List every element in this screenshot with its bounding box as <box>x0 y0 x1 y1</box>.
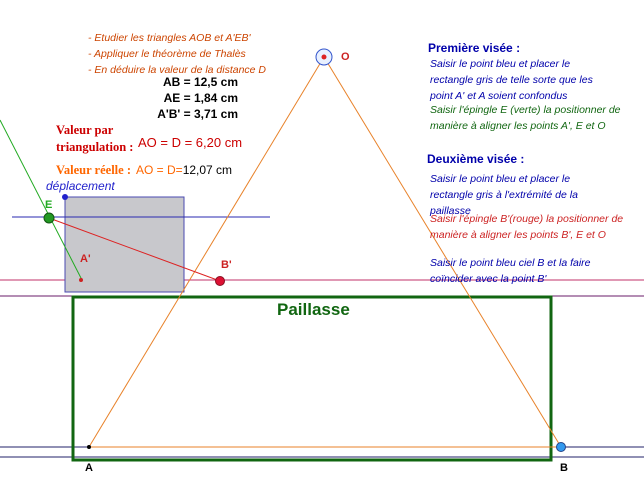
paillasse-rectangle <box>71 295 553 462</box>
first-sight-title: Première visée : <box>428 41 521 55</box>
task-item: - En déduire la valeur de la distance D <box>88 64 267 76</box>
measurement-ae: AE = 1,84 cm <box>163 91 238 105</box>
pin-e[interactable] <box>43 212 55 224</box>
point-a <box>87 445 91 449</box>
label-e: E <box>45 199 53 211</box>
first-sight-instruction-2: Saisir l'épingle E (verte) la positionne… <box>430 102 642 134</box>
sky-blue-point-b[interactable] <box>556 442 566 452</box>
second-sight-title: Deuxième visée : <box>427 152 525 166</box>
red-sight-line <box>48 217 221 282</box>
label-b-prime: B' <box>221 259 232 271</box>
second-sight-instruction-2-line: manière à aligner les points B', E et O <box>430 229 606 241</box>
second-sight-instruction-1: Saisir le point bleu et placer le rectan… <box>430 171 640 219</box>
second-sight-instruction-2-line: Saisir l'épingle B'(rouge) la positionne… <box>430 213 624 225</box>
deplacement-label: déplacement <box>46 179 115 193</box>
first-sight-instruction-1-line: Saisir le point bleu et placer le <box>430 58 571 70</box>
first-sight-instruction-2-line: manière à aligner les points A', E et O <box>430 120 606 132</box>
paillasse-title: Paillasse <box>277 300 350 319</box>
measurement-ab: AB = 12,5 cm <box>162 75 238 89</box>
triangulation-label: Valeur par triangulation : <box>56 122 133 156</box>
blue-handle-point[interactable] <box>62 194 68 200</box>
real-value-label: Valeur réelle : <box>56 163 131 177</box>
second-sight-instruction-1-line: Saisir le point bleu et placer le <box>430 173 571 185</box>
first-sight-instruction-1-line: rectangle gris de telle sorte que les <box>430 74 593 86</box>
segment-ob <box>323 56 562 448</box>
point-o <box>321 54 327 60</box>
task-item: - Etudier les triangles AOB et A'EB' <box>88 32 251 44</box>
second-sight-instruction-2: Saisir l'épingle B'(rouge) la positionne… <box>430 211 642 243</box>
measurement-a-prime-b-prime: A'B' = 3,71 cm <box>157 107 238 121</box>
second-sight-instruction-1-line: paillasse <box>430 205 471 217</box>
triangulation-value: AO = D = 6,20 cm <box>138 135 243 150</box>
green-sight-line <box>0 119 83 281</box>
measurements: AB = 12,5 cm AE = 1,84 cm A'B' = 3,71 cm <box>118 74 238 122</box>
triangulation-label-line2: triangulation : <box>56 140 134 154</box>
real-value-number: 12,07 cm <box>182 163 233 177</box>
grey-sighting-rectangle[interactable] <box>64 196 185 293</box>
second-sight-instruction-1-line: rectangle gris à l'extrémité de la <box>430 189 578 201</box>
second-sight-instruction-3-line: Saisir le point bleu ciel B et la faire <box>430 257 591 269</box>
task-list: - Etudier les triangles AOB et A'EB' - A… <box>88 30 266 78</box>
second-sight-instruction-3: Saisir le point bleu ciel B et la faire … <box>430 255 642 287</box>
task-item: - Appliquer le théorème de Thalès <box>88 48 246 60</box>
first-sight-instruction-1: Saisir le point bleu et placer le rectan… <box>430 56 640 104</box>
label-a: A <box>85 462 93 474</box>
real-value-prefix: AO = D= <box>136 163 183 177</box>
second-sight-instruction-3-line: coïncider avec la point B' <box>430 273 547 285</box>
first-sight-instruction-1-line: point A' et A soient confondus <box>430 90 568 102</box>
first-sight-instruction-2-line: Saisir l'épingle E (verte) la positionne… <box>430 104 621 116</box>
label-a-prime: A' <box>80 253 91 265</box>
real-value: AO = D=12,07 cm <box>136 163 232 177</box>
point-a-prime <box>79 278 83 282</box>
segment-ao <box>88 56 325 448</box>
label-o: O <box>341 51 350 63</box>
label-b: B <box>560 462 568 474</box>
triangulation-label-line1: Valeur par <box>56 123 114 137</box>
pin-b-prime[interactable] <box>215 276 225 286</box>
